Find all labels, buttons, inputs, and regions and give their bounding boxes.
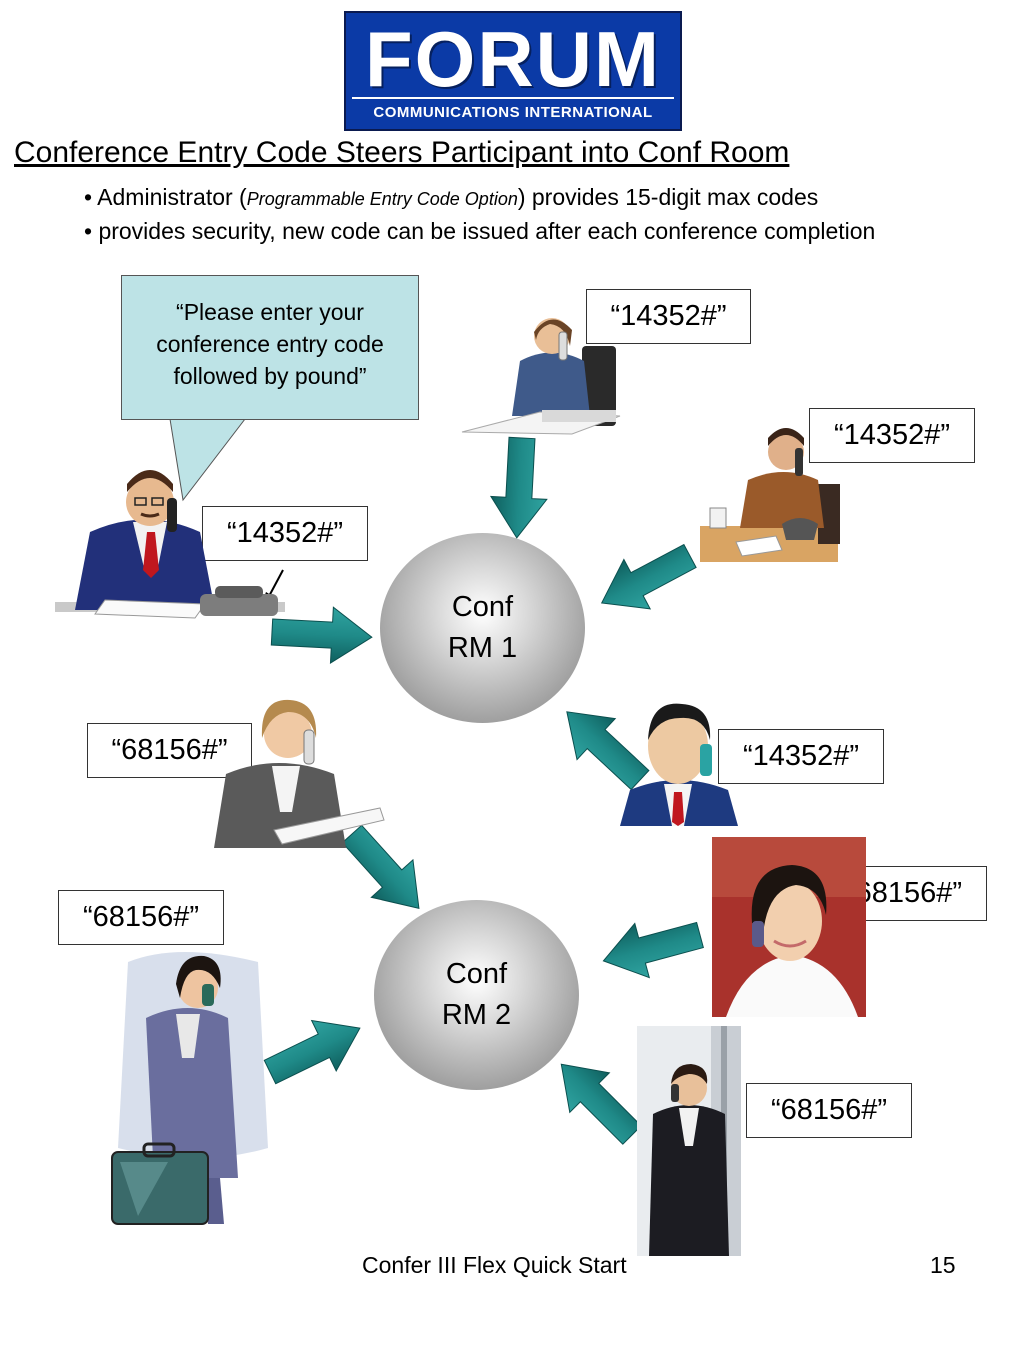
room1-line1: Conf	[451, 591, 514, 623]
participant-photo-man-icon	[637, 1026, 741, 1256]
page-number: 15	[930, 1252, 956, 1278]
code-participant-woman: “68156#”	[87, 723, 252, 778]
arrow-admin-to-room1	[270, 603, 374, 666]
slide-title: Conference Entry Code Steers Participant…	[14, 136, 790, 169]
code-participant-young-man: “14352#”	[718, 729, 884, 784]
participant-briefcase-icon	[111, 952, 268, 1225]
participant-right-icon	[700, 428, 840, 562]
room1-line2: RM 1	[447, 632, 518, 664]
arrow-photo-man-to-room2	[540, 1043, 653, 1156]
logo-divider	[352, 97, 674, 99]
code-participant-briefcase: “68156#”	[58, 890, 224, 945]
footer-title: Confer III Flex Quick Start	[362, 1252, 627, 1278]
arrow-briefcase-to-room2	[257, 1002, 373, 1098]
bullet-admin-option: Programmable Entry Code Option	[246, 189, 518, 209]
forum-logo: FORUM COMMUNICATIONS INTERNATIONAL	[344, 11, 682, 131]
arrow-top-to-room1	[488, 436, 551, 540]
participant-photo-woman-icon	[712, 837, 866, 1017]
code-participant-right: “14352#”	[809, 408, 975, 463]
admin-person-icon	[55, 470, 285, 619]
code-admin: “14352#”	[202, 506, 368, 561]
code-participant-top: “14352#”	[586, 289, 751, 344]
arrow-photo-woman-to-room2	[595, 907, 708, 989]
room2-line2: RM 2	[441, 999, 512, 1031]
arrow-right-to-room1	[588, 530, 704, 629]
bullet-security: • provides security, new code can be iss…	[84, 218, 876, 244]
callout-line-3: followed by pound”	[173, 363, 367, 389]
logo-word: FORUM	[365, 15, 661, 103]
room2-line1: Conf	[445, 958, 508, 990]
code-participant-photo-man: “68156#”	[746, 1083, 912, 1138]
conf-room-1: Conf RM 1	[380, 533, 585, 723]
conf-room-2: Conf RM 2	[374, 900, 579, 1090]
bullet-admin-prefix: • Administrator (	[84, 184, 247, 210]
bullet-admin: • Administrator (Programmable Entry Code…	[84, 184, 818, 211]
callout-line-1: “Please enter your	[176, 299, 364, 325]
callout-line-2: conference entry code	[156, 331, 384, 357]
participant-young-man-icon	[620, 703, 738, 826]
participant-top-icon	[461, 318, 621, 435]
prompt-callout: “Please enter your conference entry code…	[121, 275, 419, 420]
bullet-admin-suffix: ) provides 15-digit max codes	[517, 184, 819, 210]
logo-subtitle: COMMUNICATIONS INTERNATIONAL	[373, 104, 653, 121]
participant-woman-icon	[214, 699, 385, 848]
